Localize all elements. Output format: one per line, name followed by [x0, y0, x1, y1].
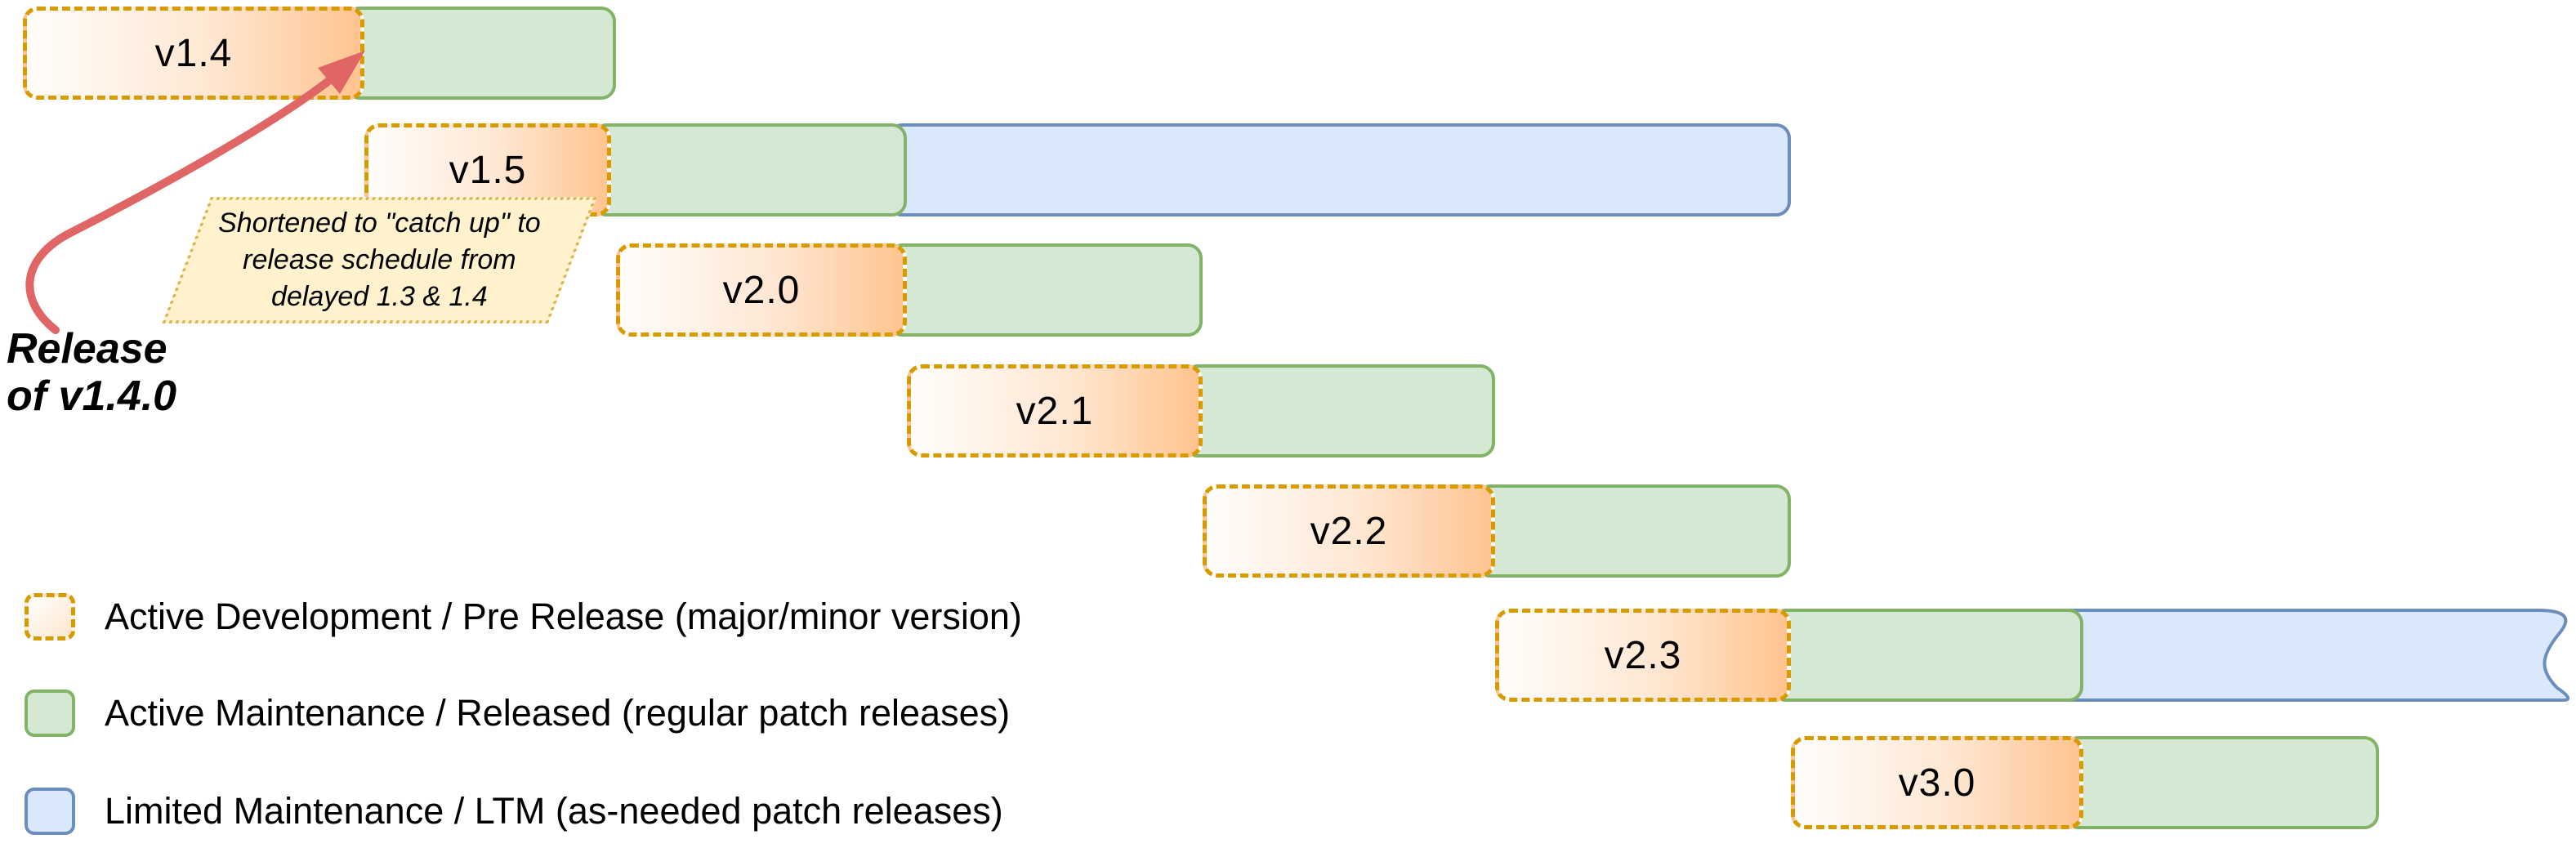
note-line: Shortened to "catch up" to — [218, 208, 541, 239]
maint-segment — [592, 123, 907, 216]
version-label: v2.3 — [1604, 633, 1682, 677]
dev-segment: v2.3 — [1495, 609, 1791, 702]
dev-segment: v2.0 — [616, 243, 907, 337]
ltm-segment-torn — [2065, 609, 2570, 702]
legend-label: Active Development / Pre Release (major/… — [105, 596, 1022, 637]
maint-segment — [2064, 736, 2379, 829]
maint-segment — [1476, 484, 1791, 578]
version-label: v2.0 — [722, 268, 801, 312]
dev-segment: v2.2 — [1203, 484, 1495, 578]
note-text: Shortened to "catch up" to release sched… — [218, 205, 541, 315]
maint-segment — [887, 243, 1203, 337]
legend-item-maint: Active Maintenance / Released (regular p… — [25, 689, 1010, 738]
dev-segment: v3.0 — [1791, 736, 2083, 829]
release-annotation: Release of v1.4.0 — [7, 325, 176, 420]
version-label: v3.0 — [1898, 761, 1976, 805]
legend-swatch-ltm — [25, 788, 75, 835]
legend-label: Limited Maintenance / LTM (as-needed pat… — [105, 790, 1003, 832]
release-annotation-line: Release — [7, 325, 167, 373]
legend-item-dev: Active Development / Pre Release (major/… — [25, 592, 1022, 641]
dev-segment: v2.1 — [907, 364, 1203, 457]
version-label: v2.2 — [1310, 509, 1388, 553]
legend-item-ltm: Limited Maintenance / LTM (as-needed pat… — [25, 787, 1003, 836]
note-line: delayed 1.3 & 1.4 — [271, 280, 488, 312]
version-label: v1.4 — [154, 31, 233, 75]
version-label: v2.1 — [1016, 389, 1094, 433]
maint-segment — [345, 7, 616, 100]
version-label: v1.5 — [449, 148, 527, 192]
ltm-segment — [887, 123, 1791, 216]
dev-segment: v1.4 — [23, 7, 364, 100]
note-callout: Shortened to "catch up" to release sched… — [162, 197, 597, 324]
legend-label: Active Maintenance / Released (regular p… — [105, 692, 1011, 734]
legend-swatch-maint — [25, 690, 75, 737]
release-annotation-line: of v1.4.0 — [7, 373, 177, 421]
legend-swatch-dev — [25, 593, 75, 640]
maint-segment — [1183, 364, 1495, 457]
maint-segment — [1771, 609, 2083, 702]
note-line: release schedule from — [243, 244, 516, 276]
